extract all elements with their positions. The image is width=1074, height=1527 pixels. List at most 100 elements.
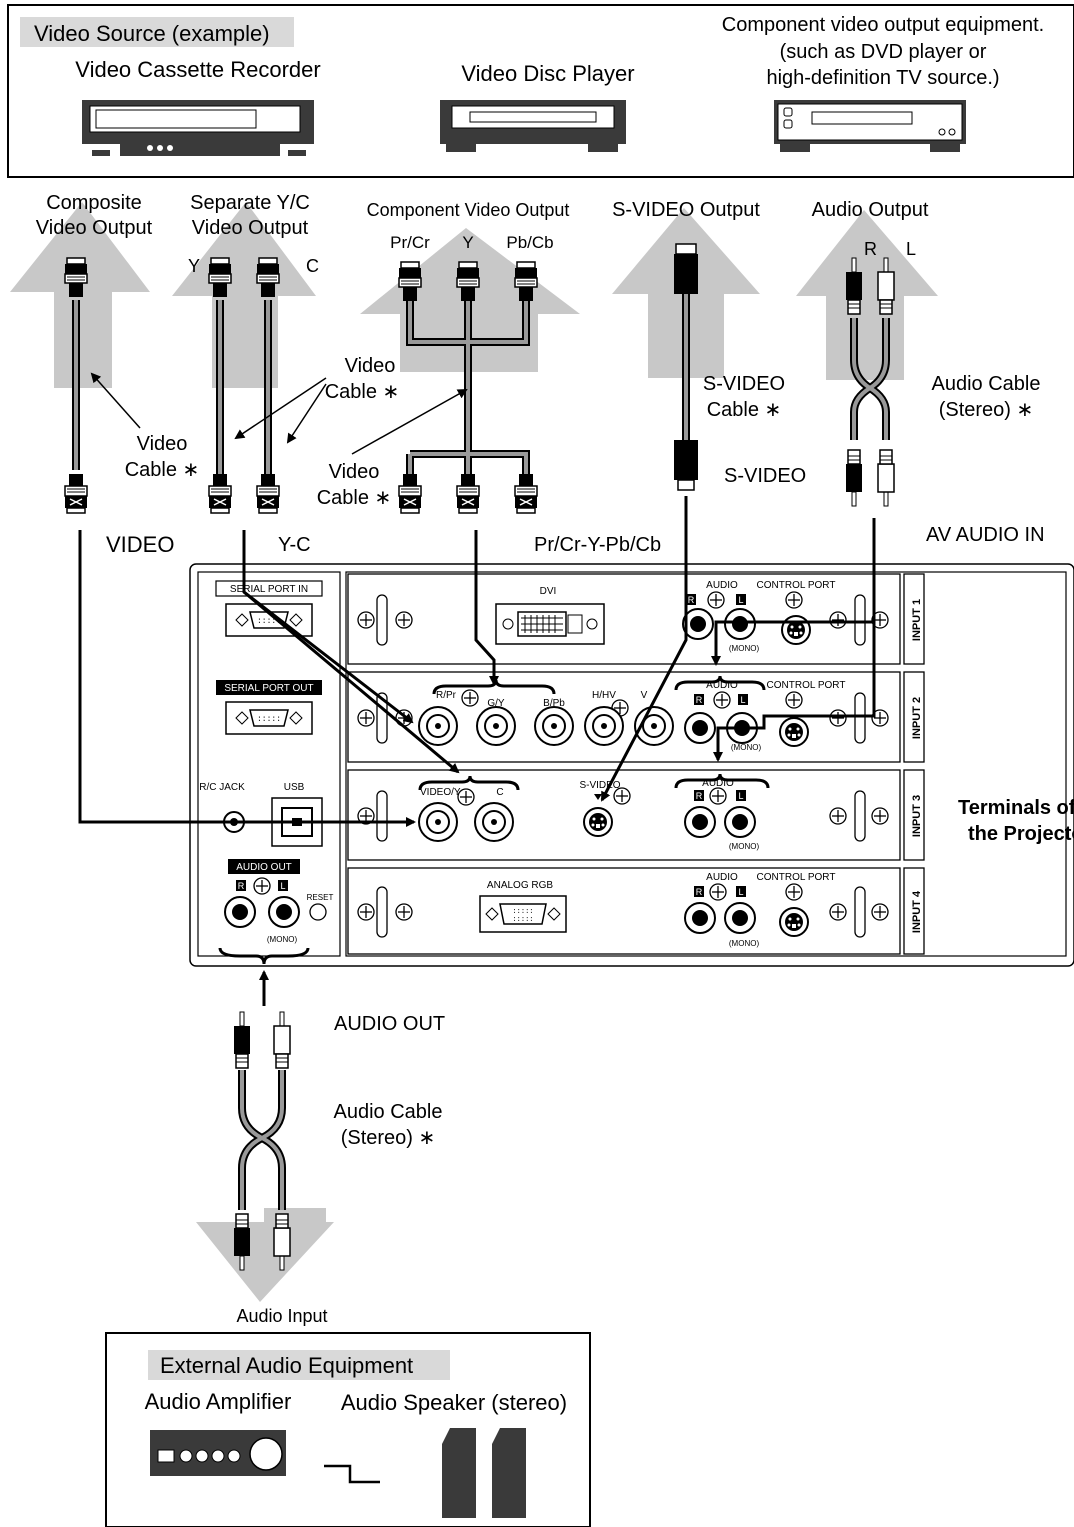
audio-out-screw-icon (253, 877, 271, 895)
video-disc-label: Video Disc Player (461, 61, 634, 86)
composite-label-2: Video Output (36, 217, 153, 239)
dvd-player-icon (774, 100, 966, 152)
svg-text::::::: ::::: (512, 916, 533, 924)
reset-label: RESET (307, 893, 334, 902)
input2-audio-label: AUDIO (706, 680, 738, 691)
svideo-bottom-plug-icon (674, 440, 698, 491)
vcr-icon (82, 100, 314, 156)
composite-bottom-plug-icon (64, 473, 88, 514)
video-cable-b-2: Cable ∗ (325, 381, 400, 403)
panel-audio-out-label: AUDIO OUT (236, 862, 292, 873)
yc-label-2: Video Output (192, 217, 309, 239)
video-connector-label: VIDEO (106, 532, 174, 557)
input-1-label: INPUT 1 (911, 599, 923, 641)
audio-out-l-jack-icon (268, 896, 300, 928)
input-2-label: INPUT 2 (911, 697, 923, 739)
audio-cable-1: Audio Cable (932, 373, 1041, 395)
audio-amplifier-icon (150, 1430, 286, 1476)
input2-audio-r-jack-icon (684, 712, 716, 744)
panel-c-label: C (496, 787, 503, 798)
audio-r-bottom-plug-icon (845, 449, 863, 507)
av-audio-in-label: AV AUDIO IN (926, 524, 1045, 546)
video-disc-player-icon (440, 100, 626, 152)
input4-audio-r-jack-icon (684, 902, 716, 934)
hhv-jack-icon (584, 706, 624, 746)
audio-out-connector-label: AUDIO OUT (334, 1013, 445, 1035)
input2-control-port-icon (779, 717, 809, 747)
audio-out-top-r-plug-icon (233, 1011, 251, 1069)
input-3-label: INPUT 3 (911, 795, 923, 837)
input2-mono-label: (MONO) (731, 743, 762, 752)
serial-port-in-icon: ::::: (225, 603, 313, 637)
input3-audio-l-jack-icon (724, 806, 756, 838)
svideo-cable-2: Cable ∗ (707, 399, 782, 421)
external-audio-box: External Audio Equipment Audio Amplifier… (105, 1332, 591, 1527)
input4-audio-label: AUDIO (706, 872, 738, 883)
svg-text::::::: ::::: (257, 715, 281, 724)
audio-output-label: Audio Output (812, 199, 929, 221)
y-bottom-plug-icon (208, 473, 232, 514)
video-y-label: VIDEO/Y (420, 787, 461, 798)
audio-l-label: L (906, 239, 916, 259)
svg-text:L: L (738, 595, 743, 605)
input4-control-port-label: CONTROL PORT (757, 872, 836, 883)
video-y-jack-icon (418, 802, 458, 842)
component-equipment-line1: Component video output equipment. (722, 14, 1044, 36)
terminals-note-2: the Projector (968, 823, 1074, 845)
audio-input-label: Audio Input (236, 1306, 327, 1326)
y-label: Y (188, 256, 200, 276)
signal-routes (78, 496, 876, 1006)
audio-output-arrow (796, 210, 938, 380)
input1-mono-label: (MONO) (729, 644, 760, 653)
rpr-label: R/Pr (436, 690, 457, 701)
rc-jack-label: R/C JACK (199, 782, 245, 793)
svg-text:R: R (696, 791, 703, 801)
projector-terminal-panel: SERIAL PORT IN ::::: SERIAL PORT OUT :::… (189, 563, 1074, 967)
audio-speaker-label: Audio Speaker (stereo) (341, 1390, 567, 1415)
bpb-jack-icon (534, 706, 574, 746)
audio-speaker-right-icon (492, 1428, 526, 1518)
svideo-output-label: S-VIDEO Output (612, 199, 760, 221)
yc-arrow (172, 202, 316, 388)
video-cable-c-2: Cable ∗ (317, 487, 392, 509)
audio-cable-2: (Stereo) ∗ (939, 399, 1034, 421)
input1-audio-l-jack-icon (724, 608, 756, 640)
input1-control-port-label: CONTROL PORT (757, 580, 836, 591)
dvi-port-icon (495, 603, 605, 645)
svg-text:L: L (738, 791, 743, 801)
svideo-jack-icon (583, 807, 613, 837)
audio-out-r-jack-icon (224, 896, 256, 928)
svideo-panel-label: S-VIDEO (579, 780, 620, 791)
dvi-label: DVI (540, 586, 557, 597)
audio-out-r-label: R (238, 881, 245, 891)
external-audio-heading: External Audio Equipment (160, 1353, 413, 1378)
input-4-label: INPUT 4 (911, 890, 923, 933)
input3-audio-r-jack-icon (684, 806, 716, 838)
gy-label: G/Y (487, 698, 505, 709)
analog-rgb-label: ANALOG RGB (487, 880, 553, 891)
serial-port-out-icon: ::::: (225, 701, 313, 735)
composite-label-1: Composite (46, 192, 142, 214)
serial-out-label: SERIAL PORT OUT (224, 683, 313, 694)
rpr-jack-icon (418, 706, 458, 746)
gy-jack-icon (476, 706, 516, 746)
audio-speaker-left-icon (442, 1428, 476, 1518)
video-cable-b-1: Video (345, 355, 396, 377)
audio-r-label: R (864, 239, 877, 259)
component-output-label: Component Video Output (367, 200, 570, 220)
audio-out-top-l-plug-icon (273, 1011, 291, 1069)
input1-audio-label: AUDIO (706, 580, 738, 591)
svg-text::::::: ::::: (257, 617, 281, 626)
v-label: V (641, 690, 648, 701)
usb-label: USB (284, 782, 305, 793)
cable-pointers (90, 372, 468, 455)
cables (72, 290, 890, 1210)
audio-out-l-label: L (280, 881, 285, 891)
serial-in-label: SERIAL PORT IN (230, 584, 308, 595)
input1-control-port-icon (781, 615, 811, 645)
audio-out-cable-1: Audio Cable (334, 1101, 443, 1123)
yc-label-1: Separate Y/C (190, 192, 310, 214)
svg-text::::::: ::::: (512, 908, 533, 916)
audio-l-bottom-plug-icon (877, 449, 895, 507)
